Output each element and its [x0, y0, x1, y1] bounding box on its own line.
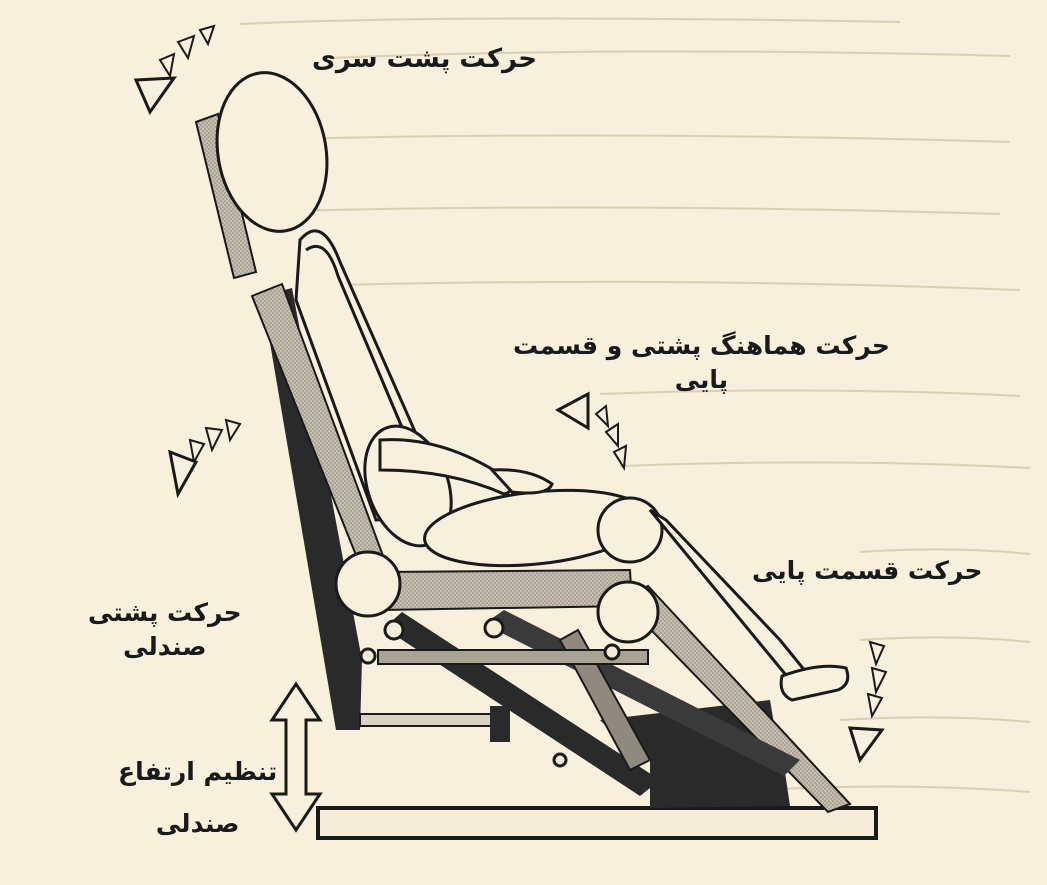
mechanism-bracket [490, 706, 510, 742]
mechanism-rod [360, 714, 502, 726]
sync-motion-label-line1: حرکت هماهنگ پشتی و قسمت [513, 329, 890, 363]
base-plate [318, 808, 876, 838]
mannequin-shin [650, 510, 806, 680]
leg-motion-label: حرکت قسمت پایی [752, 556, 982, 586]
back-motion-label: حرکت پشتی صندلی [88, 596, 242, 664]
height-adjust-label-line1: تنظیم ارتفاع [118, 746, 277, 798]
height-adjust-label: تنظیم ارتفاع صندلی [118, 746, 277, 850]
seat-cushion [376, 570, 632, 610]
back-motion-arrow [170, 420, 240, 494]
sync-motion-label: حرکت هماهنگ پشتی و قسمت پایی [513, 329, 890, 397]
mannequin-knee [598, 498, 662, 562]
height-double-arrow [272, 684, 320, 830]
back-motion-label-line1: حرکت پشتی [88, 596, 242, 630]
headrest-motion-label: حرکت پشت سری [312, 44, 537, 74]
sync-motion-arrow [558, 394, 626, 468]
height-adjust-label-line2: صندلی [118, 798, 277, 850]
headrest-motion-arrow [136, 26, 214, 112]
sync-motion-label-line2: پایی [513, 363, 890, 397]
mannequin-hip-joint [336, 552, 400, 616]
back-motion-label-line2: صندلی [88, 630, 242, 664]
leg-motion-arrow [850, 642, 886, 760]
mannequin-knee-lower [598, 582, 658, 642]
